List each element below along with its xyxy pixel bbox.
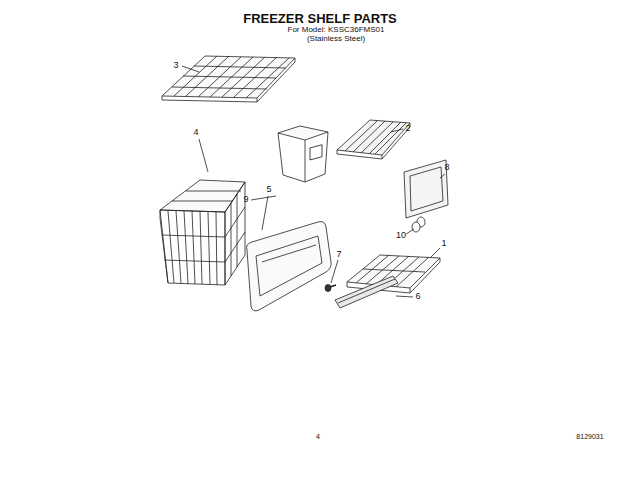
callout-number: 7 — [336, 250, 341, 260]
leader-lines — [182, 66, 445, 297]
basket-front — [247, 222, 332, 311]
callout-number: 1 — [441, 239, 446, 249]
shelf-trim — [404, 160, 448, 218]
shelf-rail — [335, 276, 398, 308]
diagram-title: FREEZER SHELF PARTS — [243, 12, 397, 26]
model-note: For Model: KSSC36FMS01 — [288, 26, 385, 35]
wire-basket — [160, 180, 245, 285]
page-footer: 8129031 — [576, 433, 603, 441]
page-footer: 4 — [316, 433, 320, 441]
callout-number: 2 — [405, 124, 410, 134]
screw — [325, 285, 336, 292]
callout-number: 5 — [266, 185, 271, 195]
glass-shelf — [337, 120, 410, 159]
wire-shelf — [162, 56, 295, 102]
callout-number: 3 — [173, 61, 178, 71]
callout-number: 4 — [193, 128, 198, 138]
shelf-stop — [412, 217, 425, 232]
wire-shelf — [347, 255, 440, 293]
callout-number: 10 — [396, 231, 406, 241]
callout-number: 9 — [243, 195, 248, 205]
model-note: (Stainless Steel) — [307, 35, 365, 44]
freezer-bin — [278, 126, 328, 182]
callout-number: 8 — [444, 163, 449, 173]
callout-number: 6 — [415, 292, 420, 302]
